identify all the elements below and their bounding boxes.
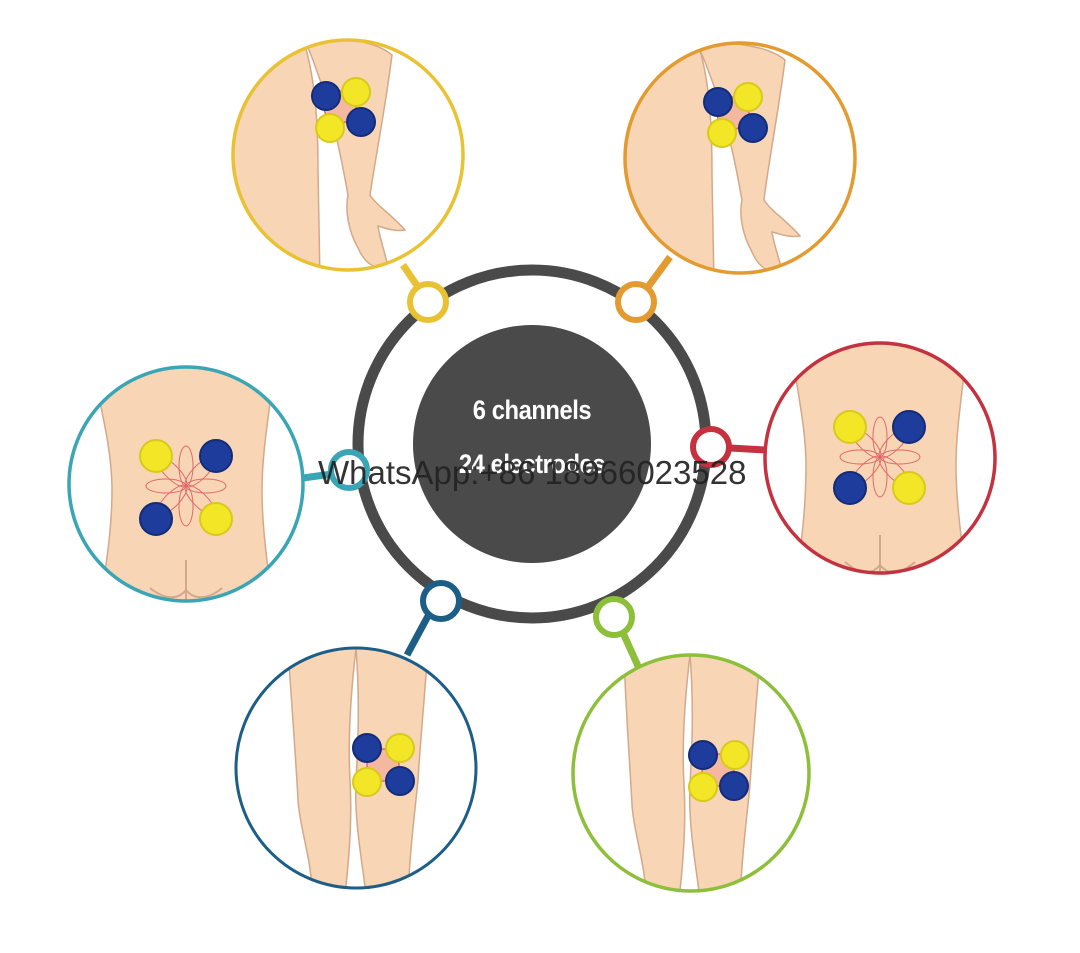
whatsapp-watermark: WhatsApp:+86 18966023528 (318, 454, 747, 491)
electrode-pad-blue (352, 733, 382, 763)
electrode-pads (833, 410, 926, 505)
electrode-pad-yellow (892, 471, 926, 505)
electrode-pad-yellow (352, 767, 382, 797)
junction-upper-arm-left (407, 281, 449, 323)
electrode-pads (703, 82, 768, 148)
connector-lower-back-right (729, 444, 766, 454)
node-lower-back-left (67, 365, 305, 603)
electrode-pad-yellow (707, 118, 737, 148)
channels-label: 6 channels (472, 395, 592, 425)
electrode-pad-yellow (139, 439, 173, 473)
electrode-pads (311, 77, 376, 143)
electrode-pads (688, 740, 750, 802)
electrode-pad-blue (738, 113, 768, 143)
electrode-pad-yellow (385, 733, 415, 763)
electrode-pad-yellow (199, 502, 233, 536)
electrode-pad-blue (139, 502, 173, 536)
electrode-pad-blue (892, 410, 926, 444)
junction-upper-arm-right (615, 281, 657, 323)
electrode-pads (139, 439, 233, 536)
node-upper-arm-left (231, 38, 465, 272)
node-thigh-right (571, 653, 811, 893)
electrode-pad-blue (703, 87, 733, 117)
electrodes-label: 24 electrodes (458, 449, 606, 479)
electrode-pad-yellow (720, 740, 750, 770)
electrode-pad-blue (199, 439, 233, 473)
connector-thigh-left (403, 614, 432, 657)
junctions (328, 281, 732, 638)
connector-thigh-right (620, 633, 642, 668)
junction-lower-back-left (328, 449, 370, 491)
junction-thigh-right (593, 596, 635, 638)
center-disc (413, 325, 651, 563)
junction-thigh-left (420, 580, 462, 622)
electrode-pad-yellow (688, 772, 718, 802)
electrode-pad-yellow (833, 410, 867, 444)
electrode-pads (352, 733, 415, 797)
electrode-pad-blue (719, 771, 749, 801)
node-lower-back-right (763, 341, 997, 575)
electrode-pad-blue (311, 81, 341, 111)
electrode-pad-yellow (315, 113, 345, 143)
electrode-pad-yellow (733, 82, 763, 112)
electrode-pad-blue (833, 471, 867, 505)
connector-upper-arm-right (645, 254, 673, 290)
electrode-pad-blue (346, 107, 376, 137)
node-thigh-left (234, 646, 478, 890)
electrode-pad-yellow (341, 77, 371, 107)
electrode-pad-blue (688, 740, 718, 770)
junction-lower-back-right (690, 426, 732, 468)
electrode-pad-blue (385, 766, 415, 796)
node-upper-arm-right (623, 41, 857, 275)
connector-lower-back-left (302, 470, 333, 482)
